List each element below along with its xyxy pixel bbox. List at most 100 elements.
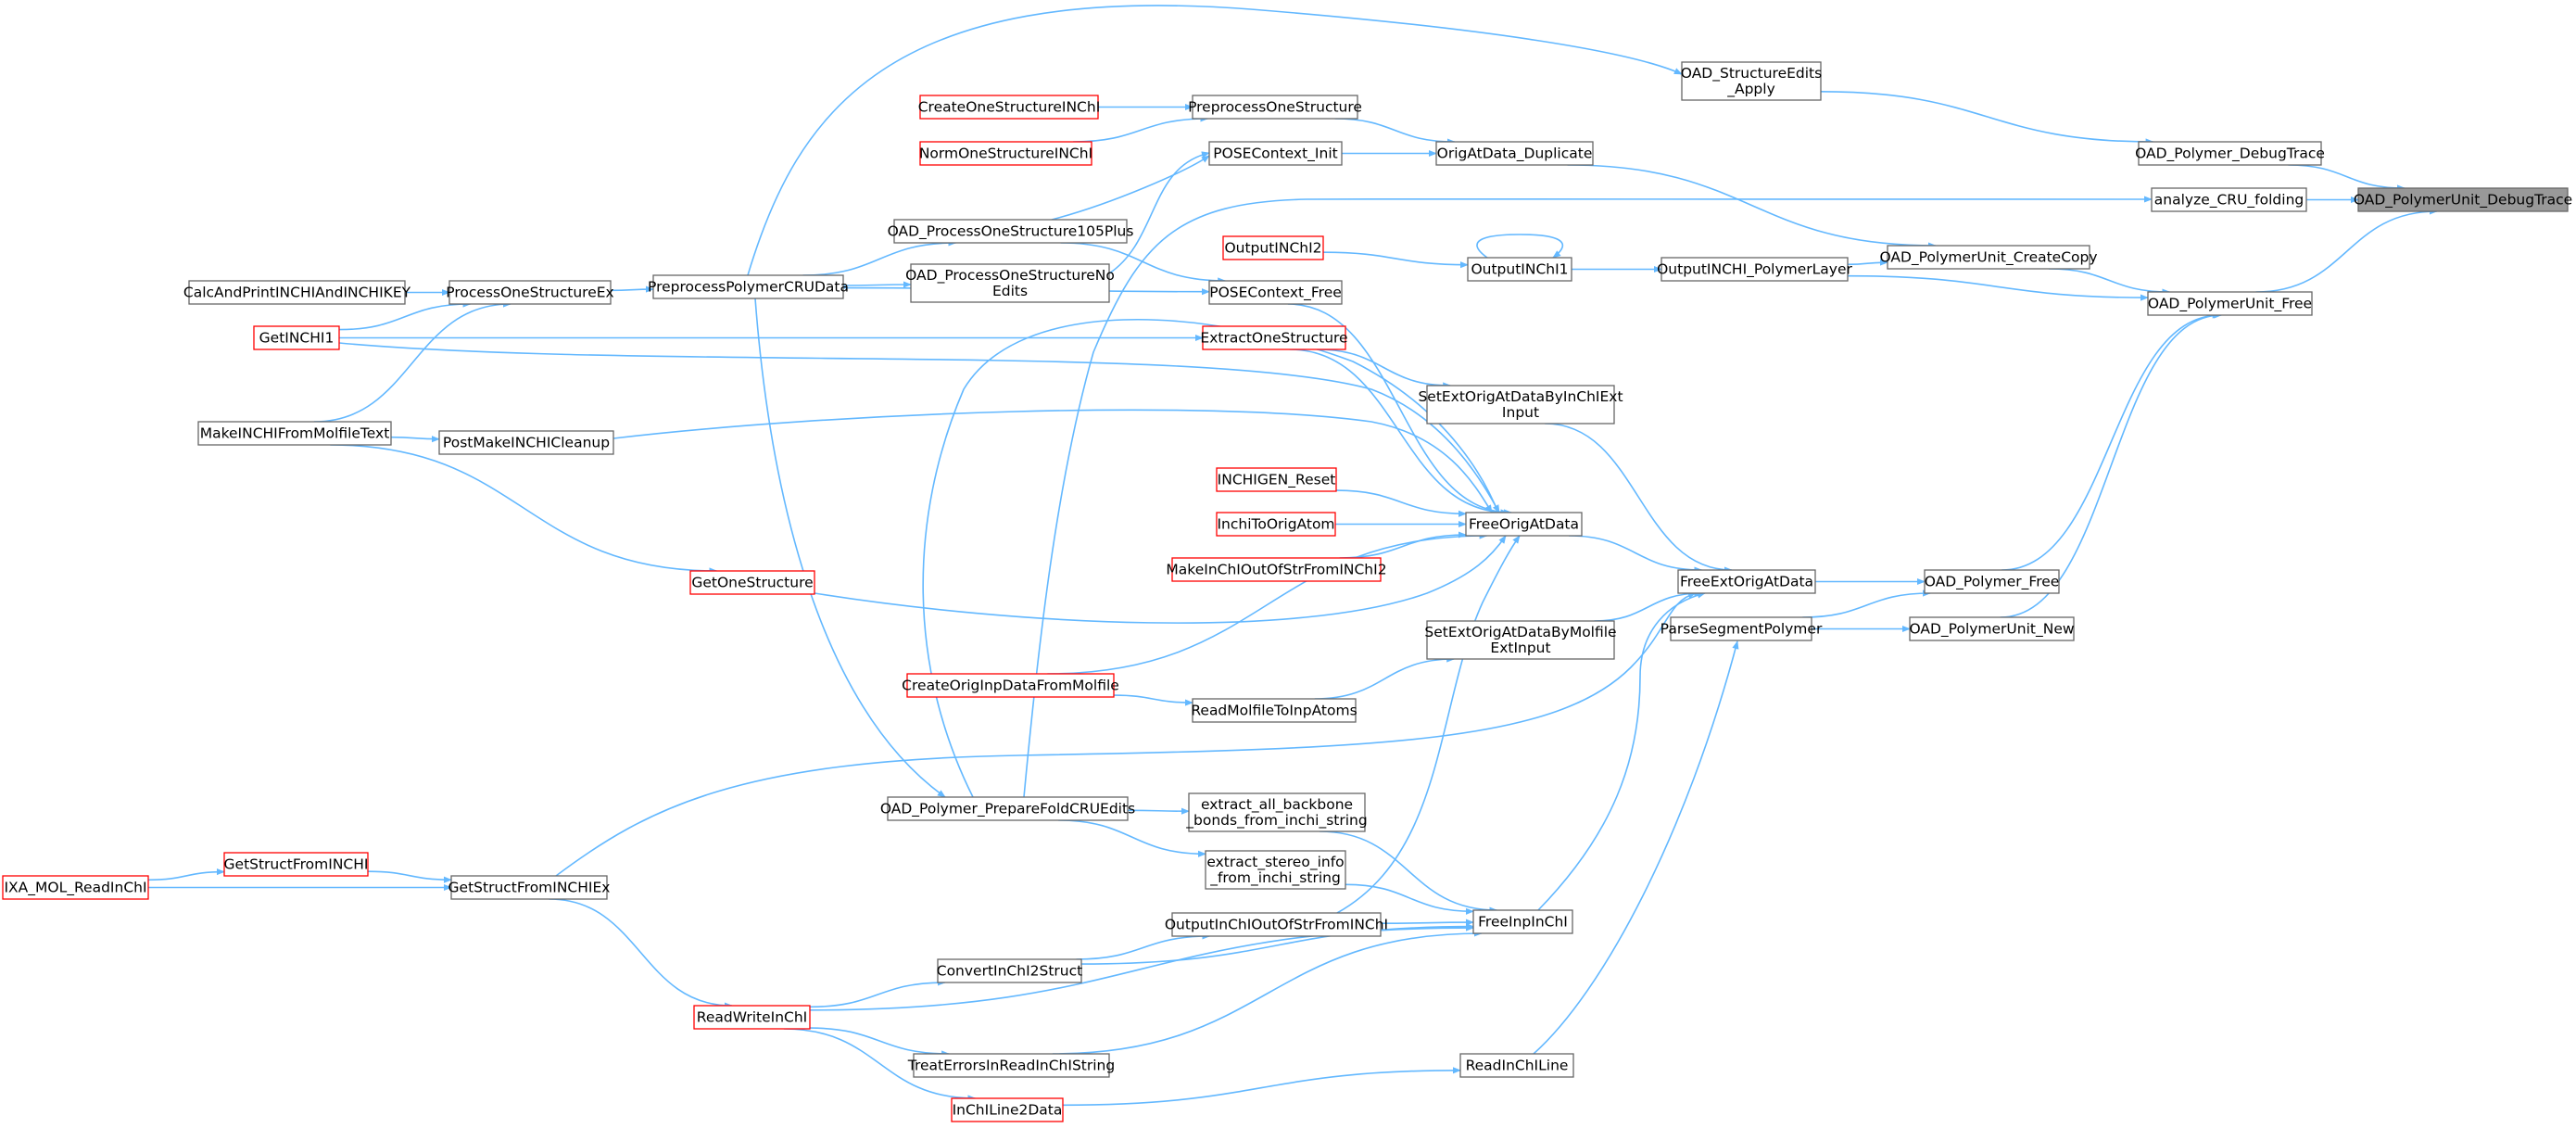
- edge-get_ex-to-free_ext: [555, 591, 1697, 877]
- node-parse-seg[interactable]: ParseSegmentPolymer: [1661, 616, 1823, 641]
- node-box: [1677, 569, 1816, 594]
- node-post-make[interactable]: PostMakeINCHICleanup: [438, 430, 614, 455]
- edge-post_make-to-free_orig: [612, 409, 1493, 513]
- node-pu-new[interactable]: OAD_PolymerUnit_New: [1909, 616, 2075, 641]
- edge-oad_fold-to-free_orig: [922, 318, 1508, 798]
- node-box: [448, 280, 612, 305]
- node-p-debug[interactable]: OAD_Polymer_DebugTrace: [2135, 141, 2325, 166]
- node-inchi-to-orig[interactable]: InchiToOrigAtom: [1216, 512, 1336, 537]
- node-box: [1435, 141, 1594, 166]
- node-treat[interactable]: TreatErrorsInReadInChIString: [907, 1053, 1115, 1078]
- node-box: [2357, 187, 2569, 212]
- node-pu-free[interactable]: OAD_PolymerUnit_Free: [2147, 291, 2313, 316]
- node-calc-print[interactable]: CalcAndPrintINCHIAndINCHIKEY: [183, 280, 411, 305]
- node-extract-bb[interactable]: extract_all_backbone_bonds_from_inchi_st…: [1185, 792, 1368, 832]
- node-label: OAD_PolymerUnit_Free: [2148, 296, 2312, 313]
- node-label: _Apply: [1726, 81, 1775, 98]
- edge-proc_ex-to-pre_poly: [610, 285, 654, 293]
- node-pre-one[interactable]: PreprocessOneStructure: [1188, 95, 1362, 120]
- edge-get_ex-to-read_write: [549, 898, 733, 1009]
- node-label: Input: [1502, 404, 1539, 421]
- node-label: OAD_ProcessOneStructureNo: [905, 267, 1115, 285]
- node-out2[interactable]: OutputINChI2: [1222, 235, 1324, 260]
- edge-read_line-to-parse_seg: [1533, 640, 1739, 1055]
- edge-treat-to-free_inp: [1052, 930, 1483, 1055]
- node-get-from[interactable]: GetStructFromINCHI: [223, 852, 369, 877]
- node-label: GetINCHI1: [259, 330, 335, 347]
- node-box: [693, 1005, 811, 1030]
- node-analyze[interactable]: analyze_CRU_folding: [2151, 187, 2307, 212]
- node-box: [910, 263, 1110, 303]
- edge-pu_new-to-pu_free: [2000, 311, 2223, 618]
- node-box: [253, 325, 340, 350]
- node-pre-poly[interactable]: PreprocessPolymerCRUData: [648, 274, 849, 299]
- node-read-write[interactable]: ReadWriteInChI: [693, 1005, 811, 1030]
- edge-ixa-to-get_from: [147, 868, 225, 881]
- node-convert[interactable]: ConvertInChI2Struct: [937, 958, 1082, 983]
- node-norm-one[interactable]: NormOneStructureINChI: [919, 141, 1092, 166]
- edge-orig_dup-to-pu_copy: [1567, 164, 1937, 249]
- node-box: [1681, 61, 1822, 101]
- node-box: [1192, 95, 1358, 120]
- node-out-from[interactable]: OutputInChIOutOfStrFromINChI: [1165, 912, 1388, 937]
- node-get-ex[interactable]: GetStructFromINCHIEx: [448, 875, 611, 900]
- node-ixa[interactable]: IXA_MOL_ReadInChI: [2, 875, 149, 900]
- node-create-one[interactable]: CreateOneStructureINChI: [918, 95, 1101, 120]
- node-label: OAD_PolymerUnit_DebugTrace: [2354, 192, 2572, 209]
- node-label: SetExtOrigAtDataByMolfile: [1424, 624, 1616, 640]
- node-proc-ex[interactable]: ProcessOneStructureEx: [446, 280, 614, 305]
- node-extract-st[interactable]: extract_stereo_info_from_inchi_string: [1205, 850, 1346, 890]
- node-pose-free[interactable]: POSEContext_Free: [1208, 280, 1343, 305]
- edge-out1-to-out1: [1476, 234, 1564, 259]
- node-label: OutputINChI1: [1471, 261, 1568, 278]
- node-box: [1467, 257, 1572, 282]
- edge-read_mol-to-set_mol: [1314, 655, 1456, 700]
- edge-extract-to-free_orig: [1289, 349, 1509, 516]
- node-oad-fold[interactable]: OAD_Polymer_PrepareFoldCRUEdits: [880, 796, 1135, 821]
- node-pu-copy[interactable]: OAD_PolymerUnit_CreateCopy: [1879, 245, 2098, 270]
- node-out-layer[interactable]: OutputINCHI_PolymerLayer: [1657, 257, 1853, 282]
- node-free-ext[interactable]: FreeExtOrigAtData: [1677, 569, 1816, 594]
- edge-out_layer-to-pu_free: [1847, 274, 2149, 301]
- node-label: POSEContext_Init: [1213, 146, 1337, 163]
- node-label: OAD_StructureEdits: [1681, 65, 1822, 82]
- edge-p_debug-to-ts_debug: [2288, 164, 2406, 192]
- edge-convert-to-free_inp: [1080, 923, 1474, 965]
- node-pose-init[interactable]: POSEContext_Init: [1208, 141, 1343, 166]
- node-box: [1924, 569, 2060, 594]
- node-label: ExtractOneStructure: [1200, 330, 1347, 347]
- edge-set_inchi-to-free_ext: [1545, 423, 1733, 574]
- node-make-inchi2[interactable]: MakeInChIOutOfStrFromINChI2: [1166, 557, 1387, 582]
- node-get-one[interactable]: GetOneStructure: [689, 570, 815, 595]
- node-oad-proc105[interactable]: OAD_ProcessOneStructure105Plus: [888, 219, 1134, 244]
- node-out1[interactable]: OutputINChI1: [1467, 257, 1572, 282]
- node-free-orig[interactable]: FreeOrigAtData: [1465, 512, 1583, 537]
- node-get-inchi1[interactable]: GetINCHI1: [253, 325, 340, 350]
- node-create-orig[interactable]: CreateOrigInpDataFromMolfile: [902, 673, 1119, 698]
- node-box: [188, 280, 406, 305]
- node-read-mol[interactable]: ReadMolfileToInpAtoms: [1191, 698, 1357, 723]
- node-box: [1426, 385, 1615, 425]
- node-extract[interactable]: ExtractOneStructure: [1200, 325, 1348, 350]
- node-label: ReadInChILine: [1466, 1058, 1569, 1074]
- node-box: [1216, 467, 1337, 492]
- node-inchigen-reset[interactable]: INCHIGEN_Reset: [1216, 467, 1337, 492]
- node-line2data[interactable]: InChILine2Data: [951, 1097, 1064, 1122]
- node-label: Edits: [992, 283, 1028, 299]
- node-label: ParseSegmentPolymer: [1661, 621, 1823, 638]
- node-se-apply[interactable]: OAD_StructureEdits_Apply: [1681, 61, 1822, 101]
- node-label: OAD_Polymer_Free: [1925, 574, 2060, 591]
- node-free-inp[interactable]: FreeInpInChI: [1472, 909, 1573, 934]
- node-label: PreprocessPolymerCRUData: [648, 279, 849, 296]
- node-read-line[interactable]: ReadInChILine: [1459, 1053, 1574, 1078]
- node-box: [197, 421, 392, 446]
- edge-read_write-to-treat: [809, 1027, 951, 1058]
- edge-pre_one-to-orig_dup: [1334, 118, 1456, 146]
- node-ts-debug[interactable]: OAD_PolymerUnit_DebugTrace: [2354, 187, 2572, 212]
- node-make-mol[interactable]: MakeINCHIFromMolfileText: [197, 421, 392, 446]
- node-orig-dup[interactable]: OrigAtData_Duplicate: [1435, 141, 1594, 166]
- node-p-free[interactable]: OAD_Polymer_Free: [1924, 569, 2060, 594]
